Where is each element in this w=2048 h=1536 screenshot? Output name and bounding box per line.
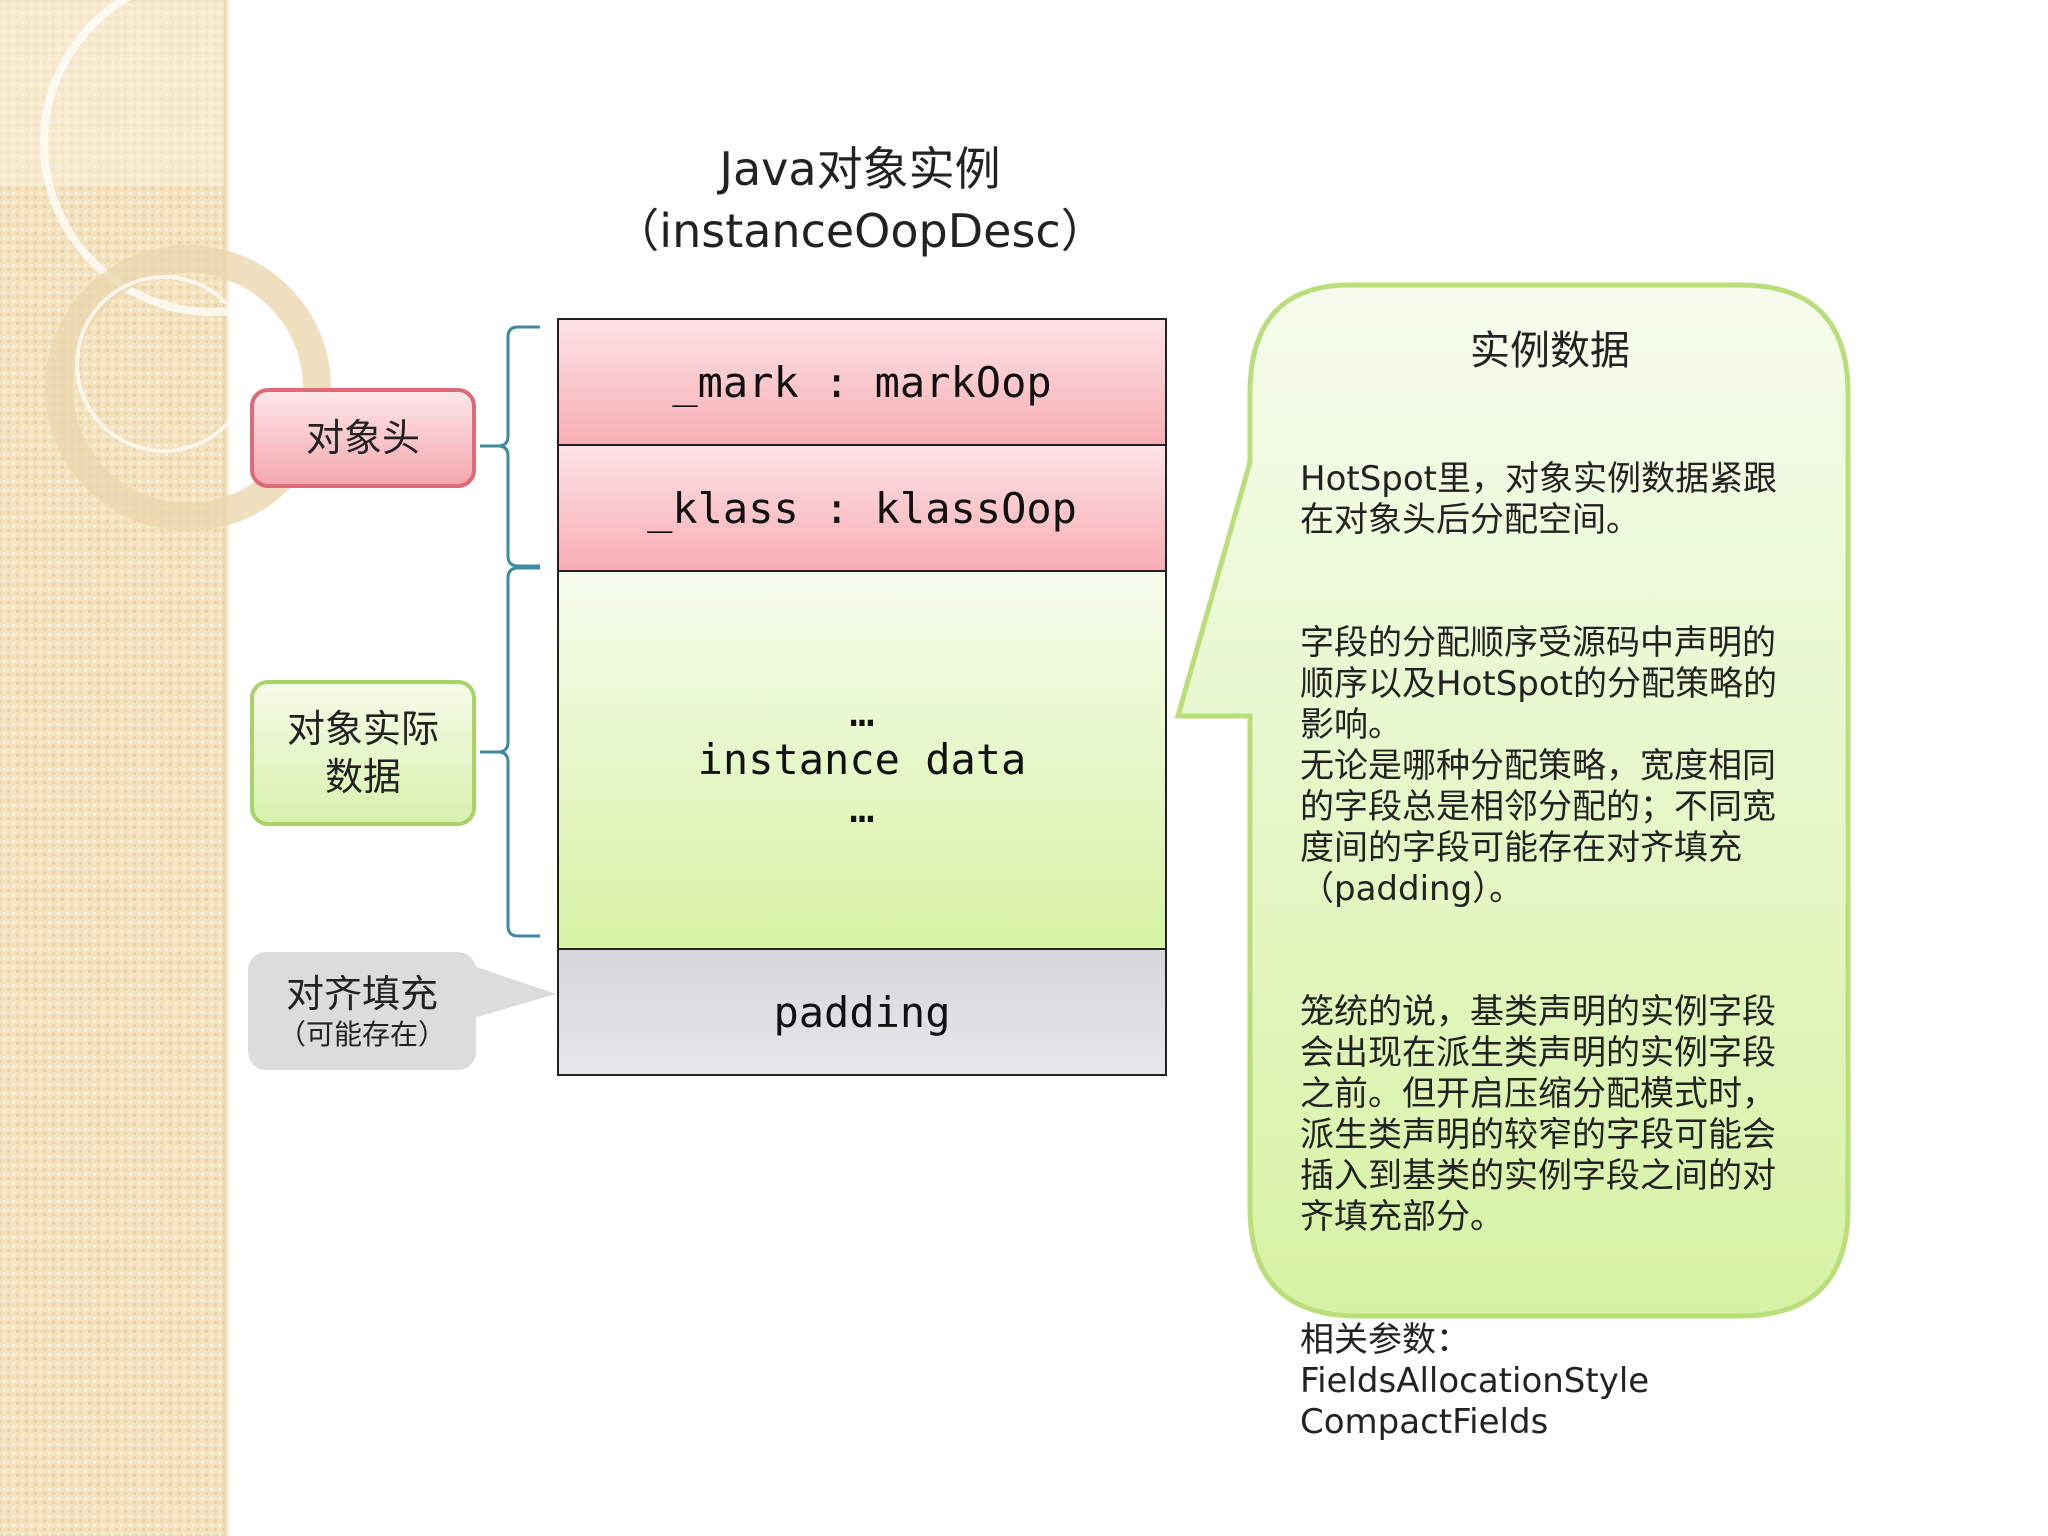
diagram-title: Java对象实例 （instanceOopDesc） <box>560 138 1160 262</box>
padding-pointer <box>474 966 556 1018</box>
callout-title: 实例数据 <box>1470 328 1630 374</box>
ellipsis-bottom: … <box>849 783 875 832</box>
mark-field-text: _mark : markOop <box>672 357 1052 407</box>
diagram-title-line2: （instanceOopDesc） <box>613 204 1107 258</box>
brace-instance-data <box>480 566 540 938</box>
padding-label-sub: （可能存在） <box>277 1018 446 1051</box>
object-header-label: 对象头 <box>250 388 476 488</box>
instance-data-label-line1: 对象实际 <box>286 707 439 751</box>
callout-paragraph: 相关参数： FieldsAllocationStyle CompactField… <box>1300 1320 1650 1442</box>
instance-data-row: … instance data … <box>557 570 1167 950</box>
decorative-ring <box>75 275 253 453</box>
object-header-label-text: 对象头 <box>305 416 420 460</box>
decorative-band-edge <box>224 0 230 1536</box>
diagram-title-line1: Java对象实例 <box>719 142 1001 196</box>
klass-field-text: _klass : klassOop <box>647 483 1077 533</box>
callout-paragraph: 笼统的说，基类声明的实例字段 会出现在派生类声明的实例字段 之前。但开启压缩分配… <box>1300 992 1776 1237</box>
object-header-mark-row: _mark : markOop <box>557 318 1167 446</box>
padding-row: padding <box>557 948 1167 1076</box>
brace-object-header <box>480 325 540 568</box>
instance-data-text: instance data <box>697 735 1027 784</box>
padding-field-text: padding <box>773 987 951 1037</box>
object-header-klass-row: _klass : klassOop <box>557 444 1167 572</box>
callout-body: HotSpot里，对象实例数据紧跟 在对象头后分配空间。 字段的分配顺序受源码中… <box>1300 418 1780 1484</box>
callout-balloon <box>1174 282 1851 1319</box>
padding-label: 对齐填充 （可能存在） <box>248 952 476 1070</box>
callout-paragraph: 字段的分配顺序受源码中声明的 顺序以及HotSpot的分配策略的 影响。 无论是… <box>1300 623 1777 909</box>
instance-data-label: 对象实际 数据 <box>250 680 476 826</box>
callout-paragraph: HotSpot里，对象实例数据紧跟 在对象头后分配空间。 <box>1300 459 1777 540</box>
instance-data-label-line2: 数据 <box>324 755 401 799</box>
ellipsis-top: … <box>849 687 875 736</box>
padding-label-main: 对齐填充 <box>285 972 438 1016</box>
